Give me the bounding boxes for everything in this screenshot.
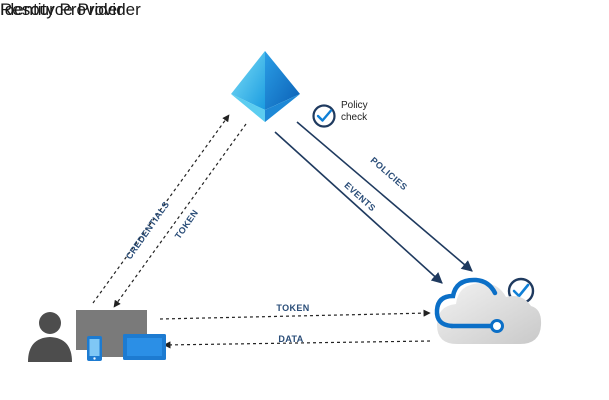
data-arrow [163, 340, 431, 349]
token-right-arrow [159, 309, 431, 320]
credentials-label: CREDENTIALS [124, 199, 171, 261]
data-label: DATA [278, 334, 303, 344]
policy-check-line2: check [341, 112, 368, 123]
policies-arrow [296, 121, 473, 272]
cloud-resource-icon [434, 277, 542, 344]
policies-label: POLICIES [369, 155, 410, 192]
identity-provider-title: Identity Provider [0, 0, 123, 19]
policy-check-label: Policy check [341, 100, 368, 124]
user-devices-icon [28, 310, 166, 362]
events-arrow [274, 131, 443, 284]
policy-check-line1: Policy [341, 100, 368, 111]
token-down-label: TOKEN [173, 208, 200, 241]
policy-check-icon [312, 104, 336, 128]
credentials-arrow [92, 114, 230, 304]
token-right-label: TOKEN [276, 303, 309, 313]
resource-provider-title: Resource Provider [0, 0, 141, 19]
azure-ad-pyramid-icon [231, 51, 300, 122]
token-down-arrow [113, 123, 247, 308]
